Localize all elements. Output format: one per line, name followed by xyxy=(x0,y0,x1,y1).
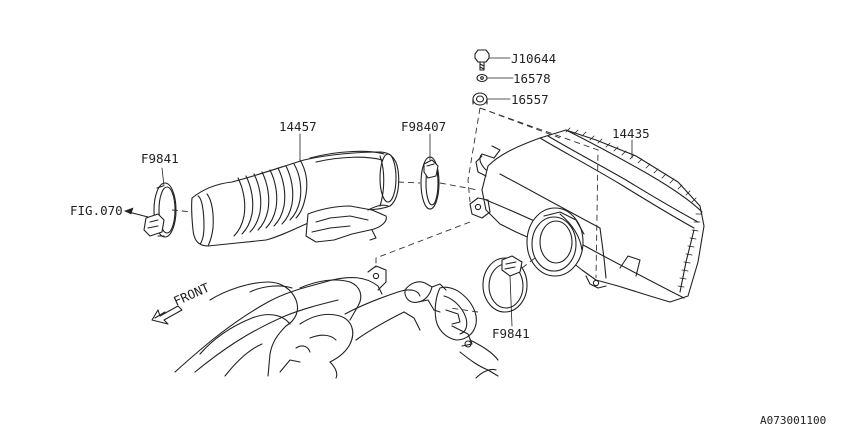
leader-lines xyxy=(124,57,633,327)
label-air-cleaner: 14435 xyxy=(612,126,650,141)
hose-clamp-left xyxy=(143,182,177,238)
bolt-washer-grommet xyxy=(472,49,490,106)
label-grommet: 16557 xyxy=(511,92,549,107)
label-duct: 14457 xyxy=(279,119,317,134)
front-arrow-icon xyxy=(151,305,183,325)
label-fig-ref: FIG.070 xyxy=(70,203,123,218)
air-cleaner-case xyxy=(469,127,705,303)
label-clamp-duct: F98407 xyxy=(401,119,446,134)
hose-clamp-duct xyxy=(420,156,440,210)
drawing-code: A073001100 xyxy=(760,414,826,425)
assembly-lines xyxy=(171,107,599,313)
label-clamp-left: F9841 xyxy=(141,151,179,166)
air-intake-duct xyxy=(191,150,400,247)
hose-clamp-right xyxy=(482,255,528,313)
label-washer: 16578 xyxy=(513,71,551,86)
throttle-body xyxy=(404,281,477,348)
label-bolt: J10644 xyxy=(511,51,556,66)
intake-manifold xyxy=(174,265,499,379)
label-front: FRONT xyxy=(171,280,212,309)
label-clamp-right: F9841 xyxy=(492,326,530,341)
